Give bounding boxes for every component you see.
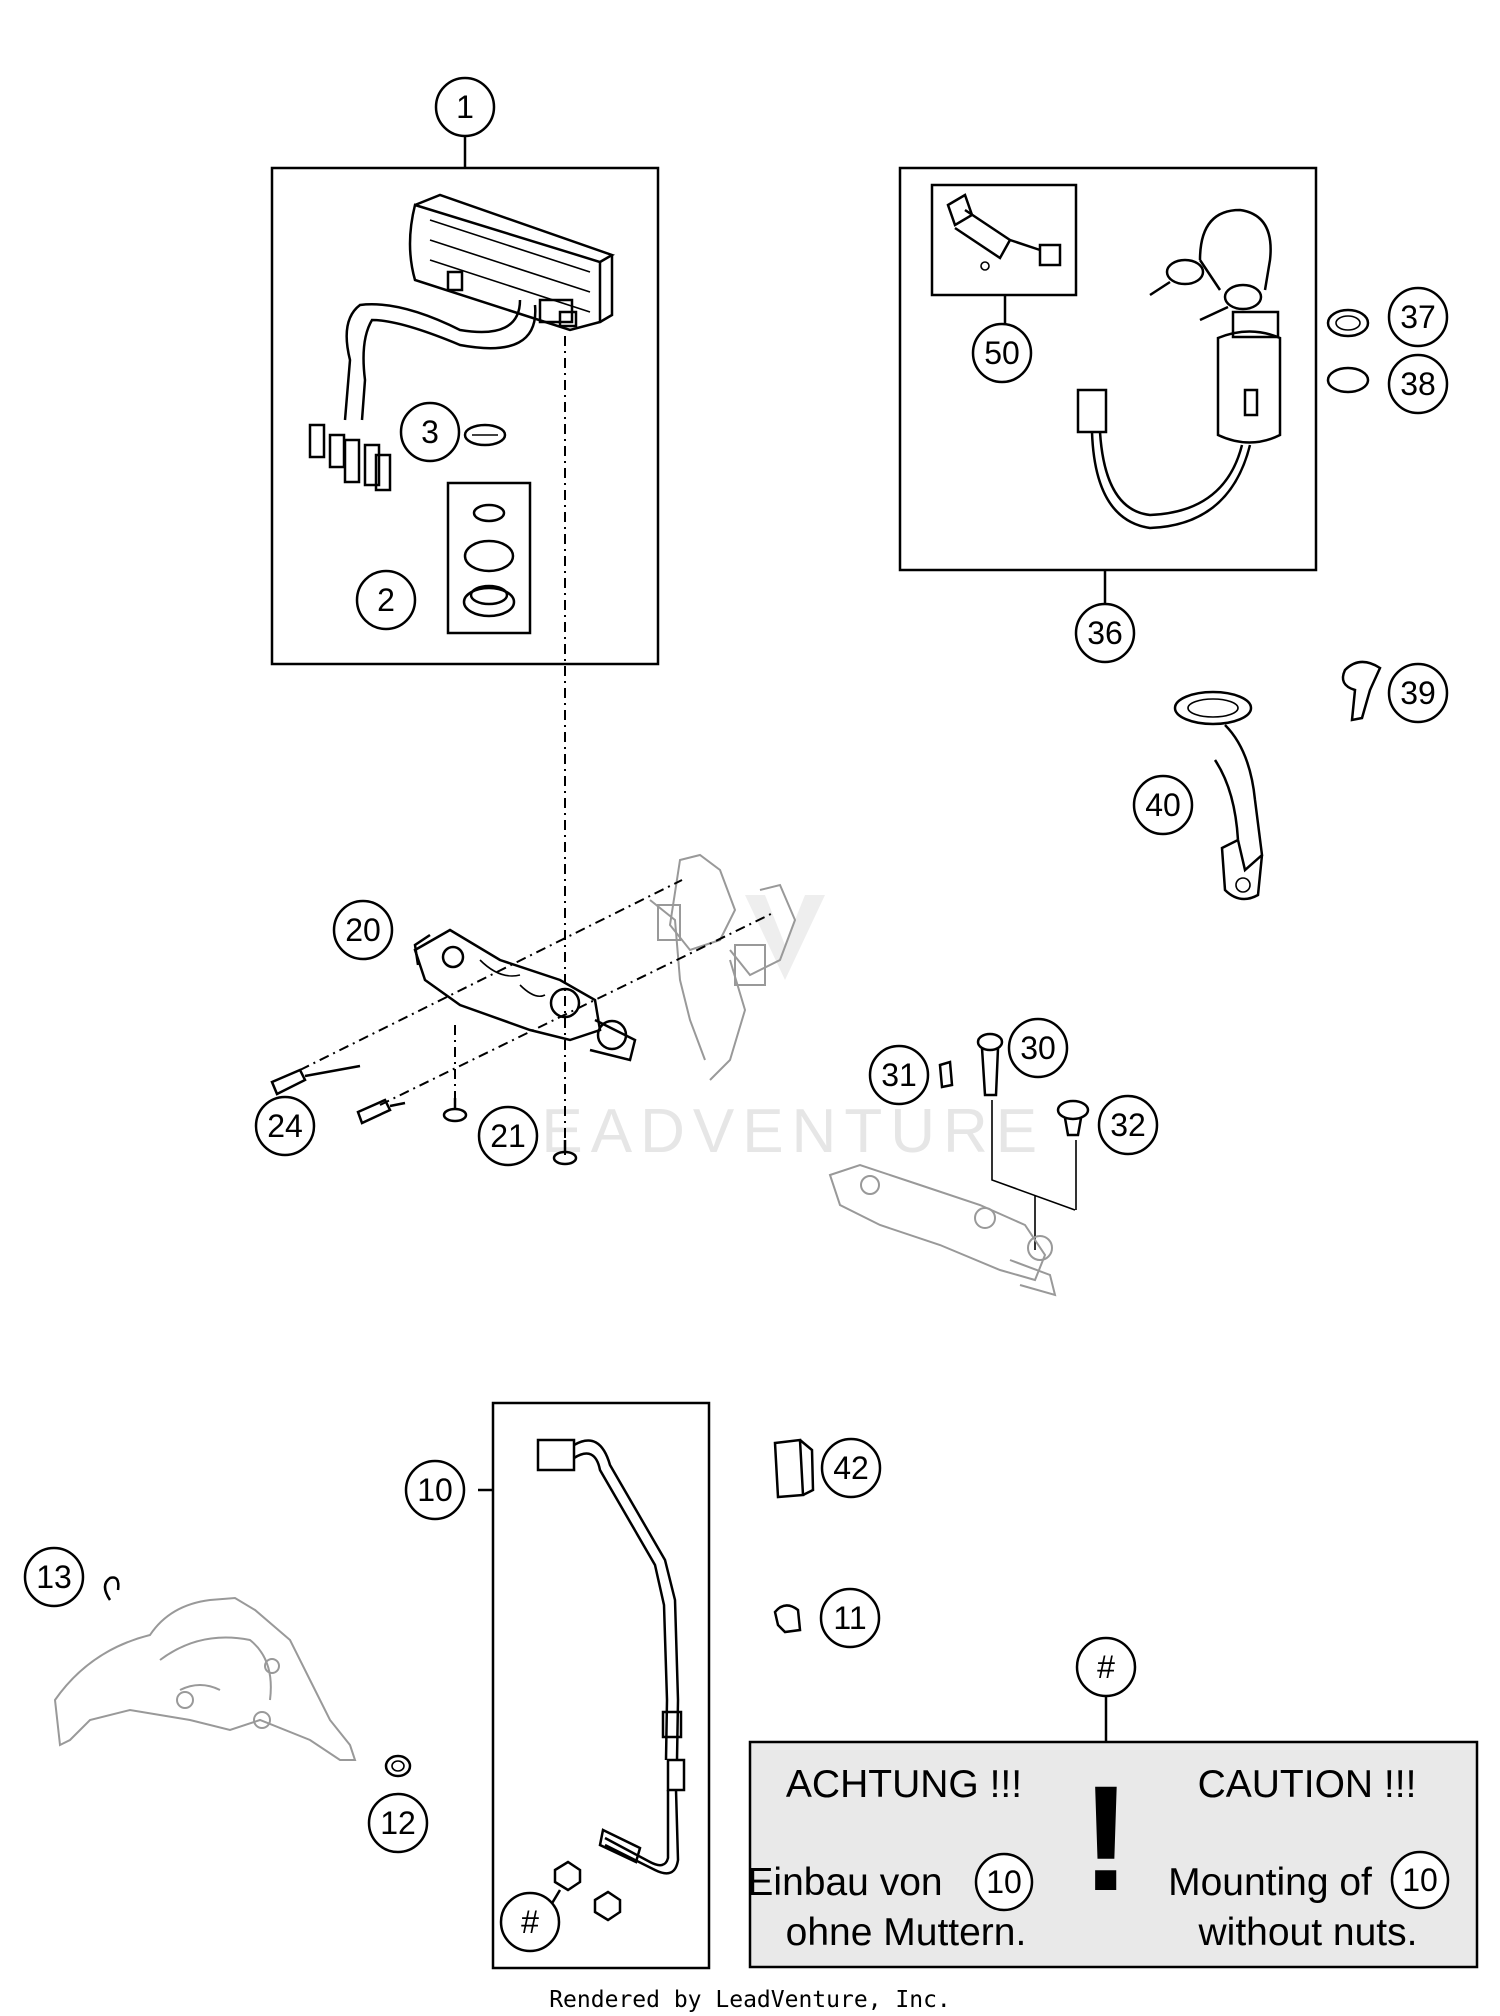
sprocket-cover-ghost bbox=[53, 1596, 357, 1761]
exclamation-icon: ! bbox=[1081, 1754, 1131, 1922]
part-39-key bbox=[1341, 660, 1382, 722]
footer-credit: Rendered by LeadVenture, Inc. bbox=[549, 1987, 951, 2013]
callout-circle-c13 bbox=[23, 1546, 85, 1608]
callout-circle-c11 bbox=[819, 1587, 881, 1649]
callout-circle-c20 bbox=[332, 899, 394, 961]
callout-label-c30: 30 bbox=[1020, 1030, 1056, 1066]
headlight-mask-ghost bbox=[649, 853, 797, 1081]
part-37-ring bbox=[1326, 308, 1370, 338]
part-11-clip bbox=[773, 1604, 802, 1634]
ignition-switch-icon bbox=[1076, 310, 1282, 530]
part-40-bracket bbox=[1173, 690, 1264, 901]
callout-label-c1: 1 bbox=[456, 89, 474, 125]
callout-circle-chash1 bbox=[1075, 1636, 1137, 1698]
callout-circle-c12 bbox=[367, 1792, 429, 1854]
caution-text-en-1: Mounting of bbox=[1168, 1861, 1372, 1904]
part-24-bolts bbox=[270, 1064, 406, 1125]
callout-circle-c24 bbox=[254, 1095, 316, 1157]
callout-circle-chash2 bbox=[499, 1891, 561, 1953]
watermark-logo bbox=[745, 895, 825, 980]
watermark: LEADVENTURE bbox=[499, 1097, 1045, 1166]
callout-label-c40: 40 bbox=[1145, 787, 1181, 823]
keys-icon bbox=[1149, 208, 1272, 322]
callout-circle-c21 bbox=[477, 1105, 539, 1167]
nuts-icon bbox=[546, 1860, 622, 1922]
callout-label-c11: 11 bbox=[833, 1600, 866, 1636]
callout-label-c36: 36 bbox=[1087, 615, 1123, 651]
callout-circle-c39 bbox=[1387, 662, 1449, 724]
callout-label-c20: 20 bbox=[345, 912, 381, 948]
caution-ref-de-label: 10 bbox=[986, 1864, 1022, 1900]
callout-circle-c30 bbox=[1007, 1017, 1069, 1079]
callout-label-c32: 32 bbox=[1110, 1107, 1146, 1143]
callout-label-c21: 21 bbox=[490, 1118, 526, 1154]
callout-circle-c50 bbox=[971, 322, 1033, 384]
callout-label-c10: 10 bbox=[417, 1472, 453, 1508]
part-20-triple-clamp bbox=[413, 928, 637, 1062]
callout-label-c31: 31 bbox=[881, 1057, 917, 1093]
callout-label-c38: 38 bbox=[1400, 366, 1436, 402]
callout-circle-c32 bbox=[1097, 1094, 1159, 1156]
caution-panel bbox=[748, 1740, 1479, 1969]
caution-ref-de bbox=[974, 1852, 1034, 1912]
callout-circle-c42 bbox=[820, 1437, 882, 1499]
part-13-ring bbox=[103, 1576, 120, 1601]
caution-title-de: ACHTUNG !!! bbox=[786, 1763, 1022, 1806]
callout-label-c2: 2 bbox=[377, 582, 395, 618]
part-10-sensor-cable bbox=[536, 1438, 686, 1875]
assembly-box-10 bbox=[491, 1401, 711, 1970]
part-42-clip bbox=[773, 1438, 815, 1499]
callout-circle-c3 bbox=[399, 401, 461, 463]
callout-circle-c37 bbox=[1387, 286, 1449, 348]
connectors-icon bbox=[308, 423, 392, 492]
caution-text-en-2: without nuts. bbox=[1198, 1911, 1418, 1954]
instrument-cluster bbox=[343, 193, 615, 421]
part-2-box bbox=[446, 481, 532, 635]
part-3-grommet bbox=[463, 423, 507, 447]
assembly-box-1 bbox=[270, 166, 660, 666]
callout-label-c37: 37 bbox=[1400, 299, 1436, 335]
callout-circle-c10 bbox=[404, 1459, 466, 1521]
callout-label-c42: 42 bbox=[833, 1450, 869, 1486]
lower-clamp-ghost bbox=[828, 1163, 1057, 1297]
caution-text-de-1: Einbau von bbox=[747, 1861, 942, 1904]
part-32-cap bbox=[1056, 1099, 1090, 1137]
lock-cylinder-icon bbox=[946, 193, 1062, 271]
caution-ref-en bbox=[1390, 1850, 1450, 1910]
callout-circle-c40 bbox=[1132, 774, 1194, 836]
callout-circle-c2 bbox=[355, 569, 417, 631]
callout-label-c24: 24 bbox=[267, 1108, 303, 1144]
callout-label-c39: 39 bbox=[1400, 675, 1436, 711]
part-21-screws bbox=[442, 1098, 578, 1166]
part-31-bulb bbox=[938, 1060, 954, 1089]
caution-ref-en-label: 10 bbox=[1402, 1862, 1438, 1898]
callout-circle-c36 bbox=[1074, 602, 1136, 664]
part-12-nut bbox=[384, 1754, 412, 1778]
callout-label-chash1: # bbox=[1097, 1649, 1115, 1685]
callout-label-c13: 13 bbox=[36, 1559, 72, 1595]
callout-label-c3: 3 bbox=[421, 414, 439, 450]
assembly-box-36 bbox=[898, 166, 1318, 572]
callout-label-c12: 12 bbox=[380, 1805, 416, 1841]
callout-circle-c1 bbox=[434, 76, 496, 138]
callout-circle-c38 bbox=[1387, 353, 1449, 415]
part-2-seals bbox=[462, 503, 516, 618]
callout-circle-c31 bbox=[868, 1044, 930, 1106]
callout-label-chash2: # bbox=[521, 1904, 539, 1940]
callout-label-c50: 50 bbox=[984, 335, 1020, 371]
part-30-plug bbox=[976, 1032, 1004, 1097]
caution-title-en: CAUTION !!! bbox=[1198, 1763, 1417, 1806]
part-38-ring bbox=[1326, 366, 1370, 394]
caution-text-de-2: ohne Muttern. bbox=[786, 1911, 1027, 1954]
